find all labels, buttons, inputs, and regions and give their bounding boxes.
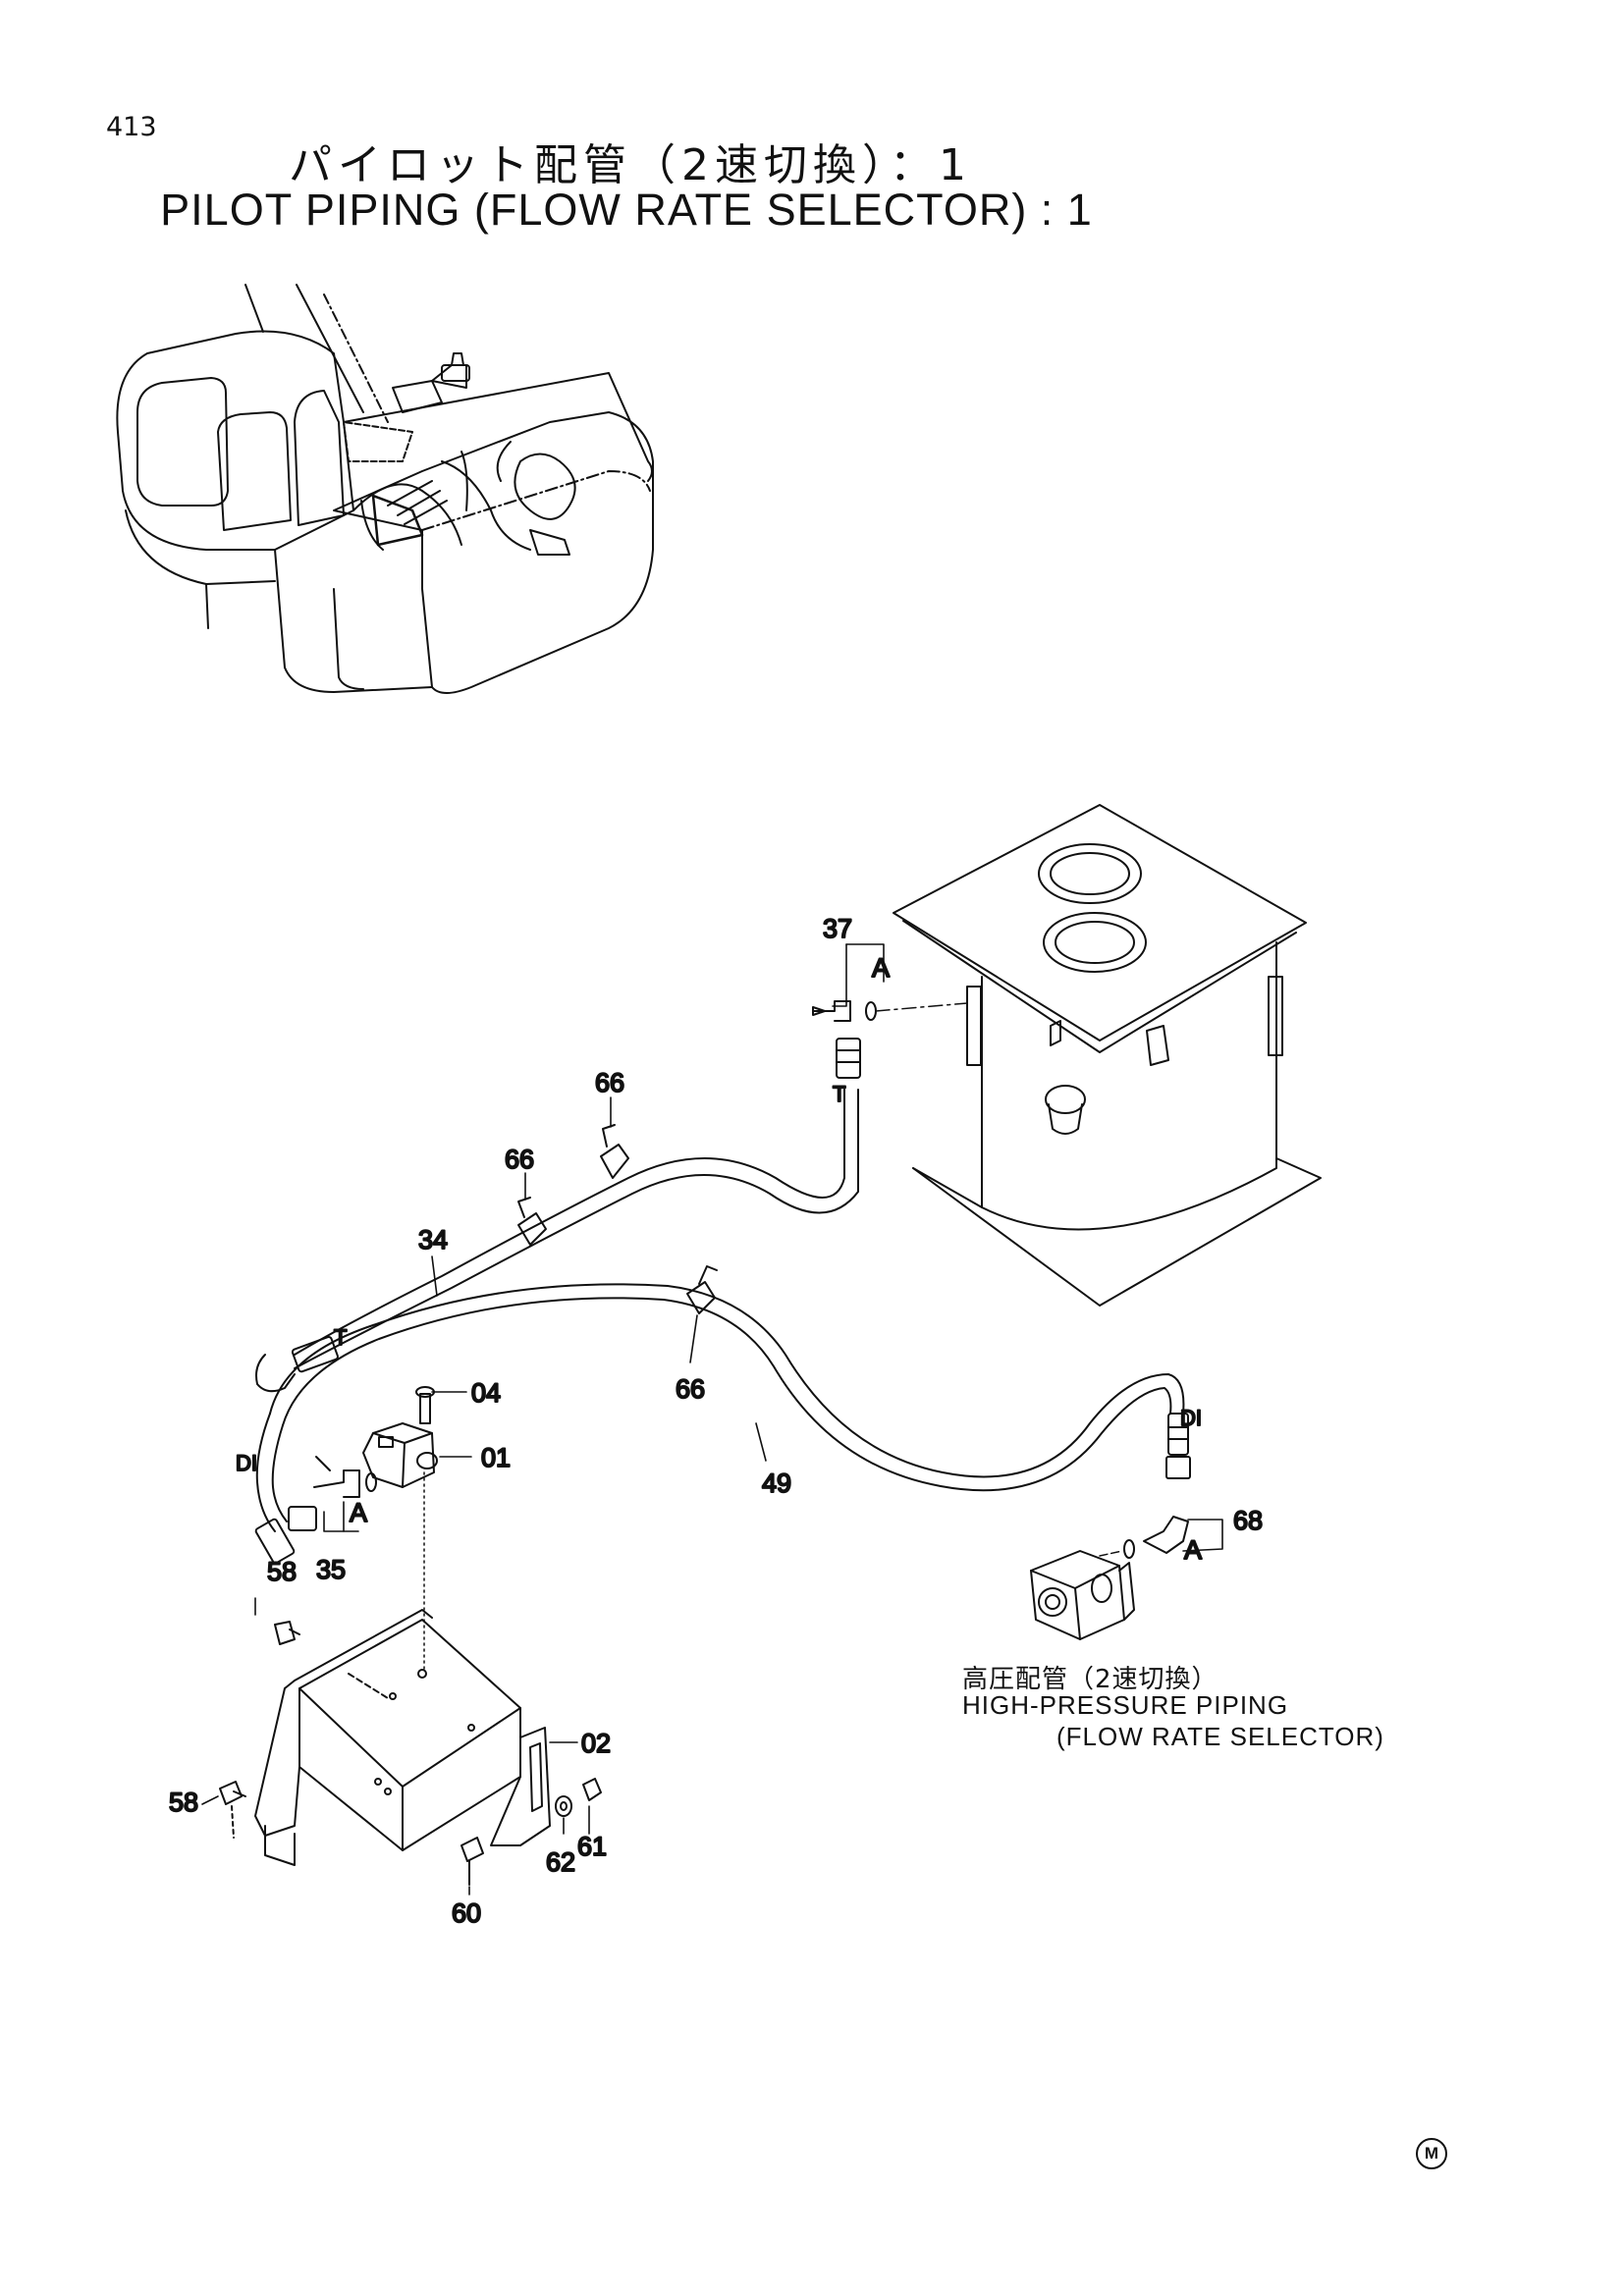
hardware (219, 1621, 602, 1886)
title-english: PILOT PIPING (FLOW RATE SELECTOR) : 1 (160, 185, 1093, 235)
callout-t-left: T (334, 1325, 347, 1350)
hose-lines (255, 1089, 1185, 1532)
callout-labels: 37 A T 66 66 34 T 66 04 01 DI A 35 49 DI… (168, 913, 1264, 1929)
callout-a-left: A (350, 1498, 367, 1527)
leader-lines (201, 943, 1223, 1896)
connectors (313, 1000, 1189, 1559)
callout-01: 01 (481, 1443, 511, 1472)
clamps (517, 1124, 718, 1314)
note-english-line2: (FLOW RATE SELECTOR) (1056, 1722, 1384, 1751)
mounting-bracket (254, 1609, 551, 1866)
callout-58-bottom: 58 (169, 1788, 198, 1817)
callout-a-top: A (872, 953, 890, 983)
pump (1030, 1550, 1135, 1640)
callout-49: 49 (762, 1468, 791, 1498)
corner-mark: M (1416, 2138, 1447, 2169)
hose-fittings (254, 1038, 1191, 1565)
callout-35: 35 (316, 1555, 346, 1584)
hydraulic-tank (893, 804, 1322, 1307)
callout-61: 61 (577, 1832, 607, 1861)
callout-37: 37 (823, 914, 852, 943)
excavator-overview (116, 284, 654, 694)
callout-02: 02 (581, 1729, 611, 1758)
callout-di-right: DI (1180, 1406, 1202, 1430)
callout-58-top: 58 (267, 1557, 297, 1586)
title-japanese: パイロット配管（2速切換）：1 (289, 140, 972, 190)
callout-66-upper: 66 (595, 1068, 624, 1097)
callout-66-lower: 66 (676, 1374, 705, 1404)
callout-04: 04 (471, 1378, 501, 1408)
note-english-line1: HIGH-PRESSURE PIPING (962, 1690, 1289, 1720)
callout-a-right: A (1184, 1535, 1202, 1565)
callout-66-middle: 66 (505, 1145, 534, 1174)
callout-62: 62 (546, 1847, 575, 1877)
page-number: 413 (106, 112, 157, 142)
callout-t-top: T (833, 1082, 845, 1106)
callout-68: 68 (1233, 1506, 1263, 1535)
callout-60: 60 (452, 1898, 481, 1928)
callout-di-left: DI (236, 1451, 257, 1475)
note-japanese: 高圧配管（2速切換） (962, 1665, 1218, 1694)
callout-34: 34 (418, 1225, 448, 1255)
solenoid-valve (362, 1386, 438, 1670)
